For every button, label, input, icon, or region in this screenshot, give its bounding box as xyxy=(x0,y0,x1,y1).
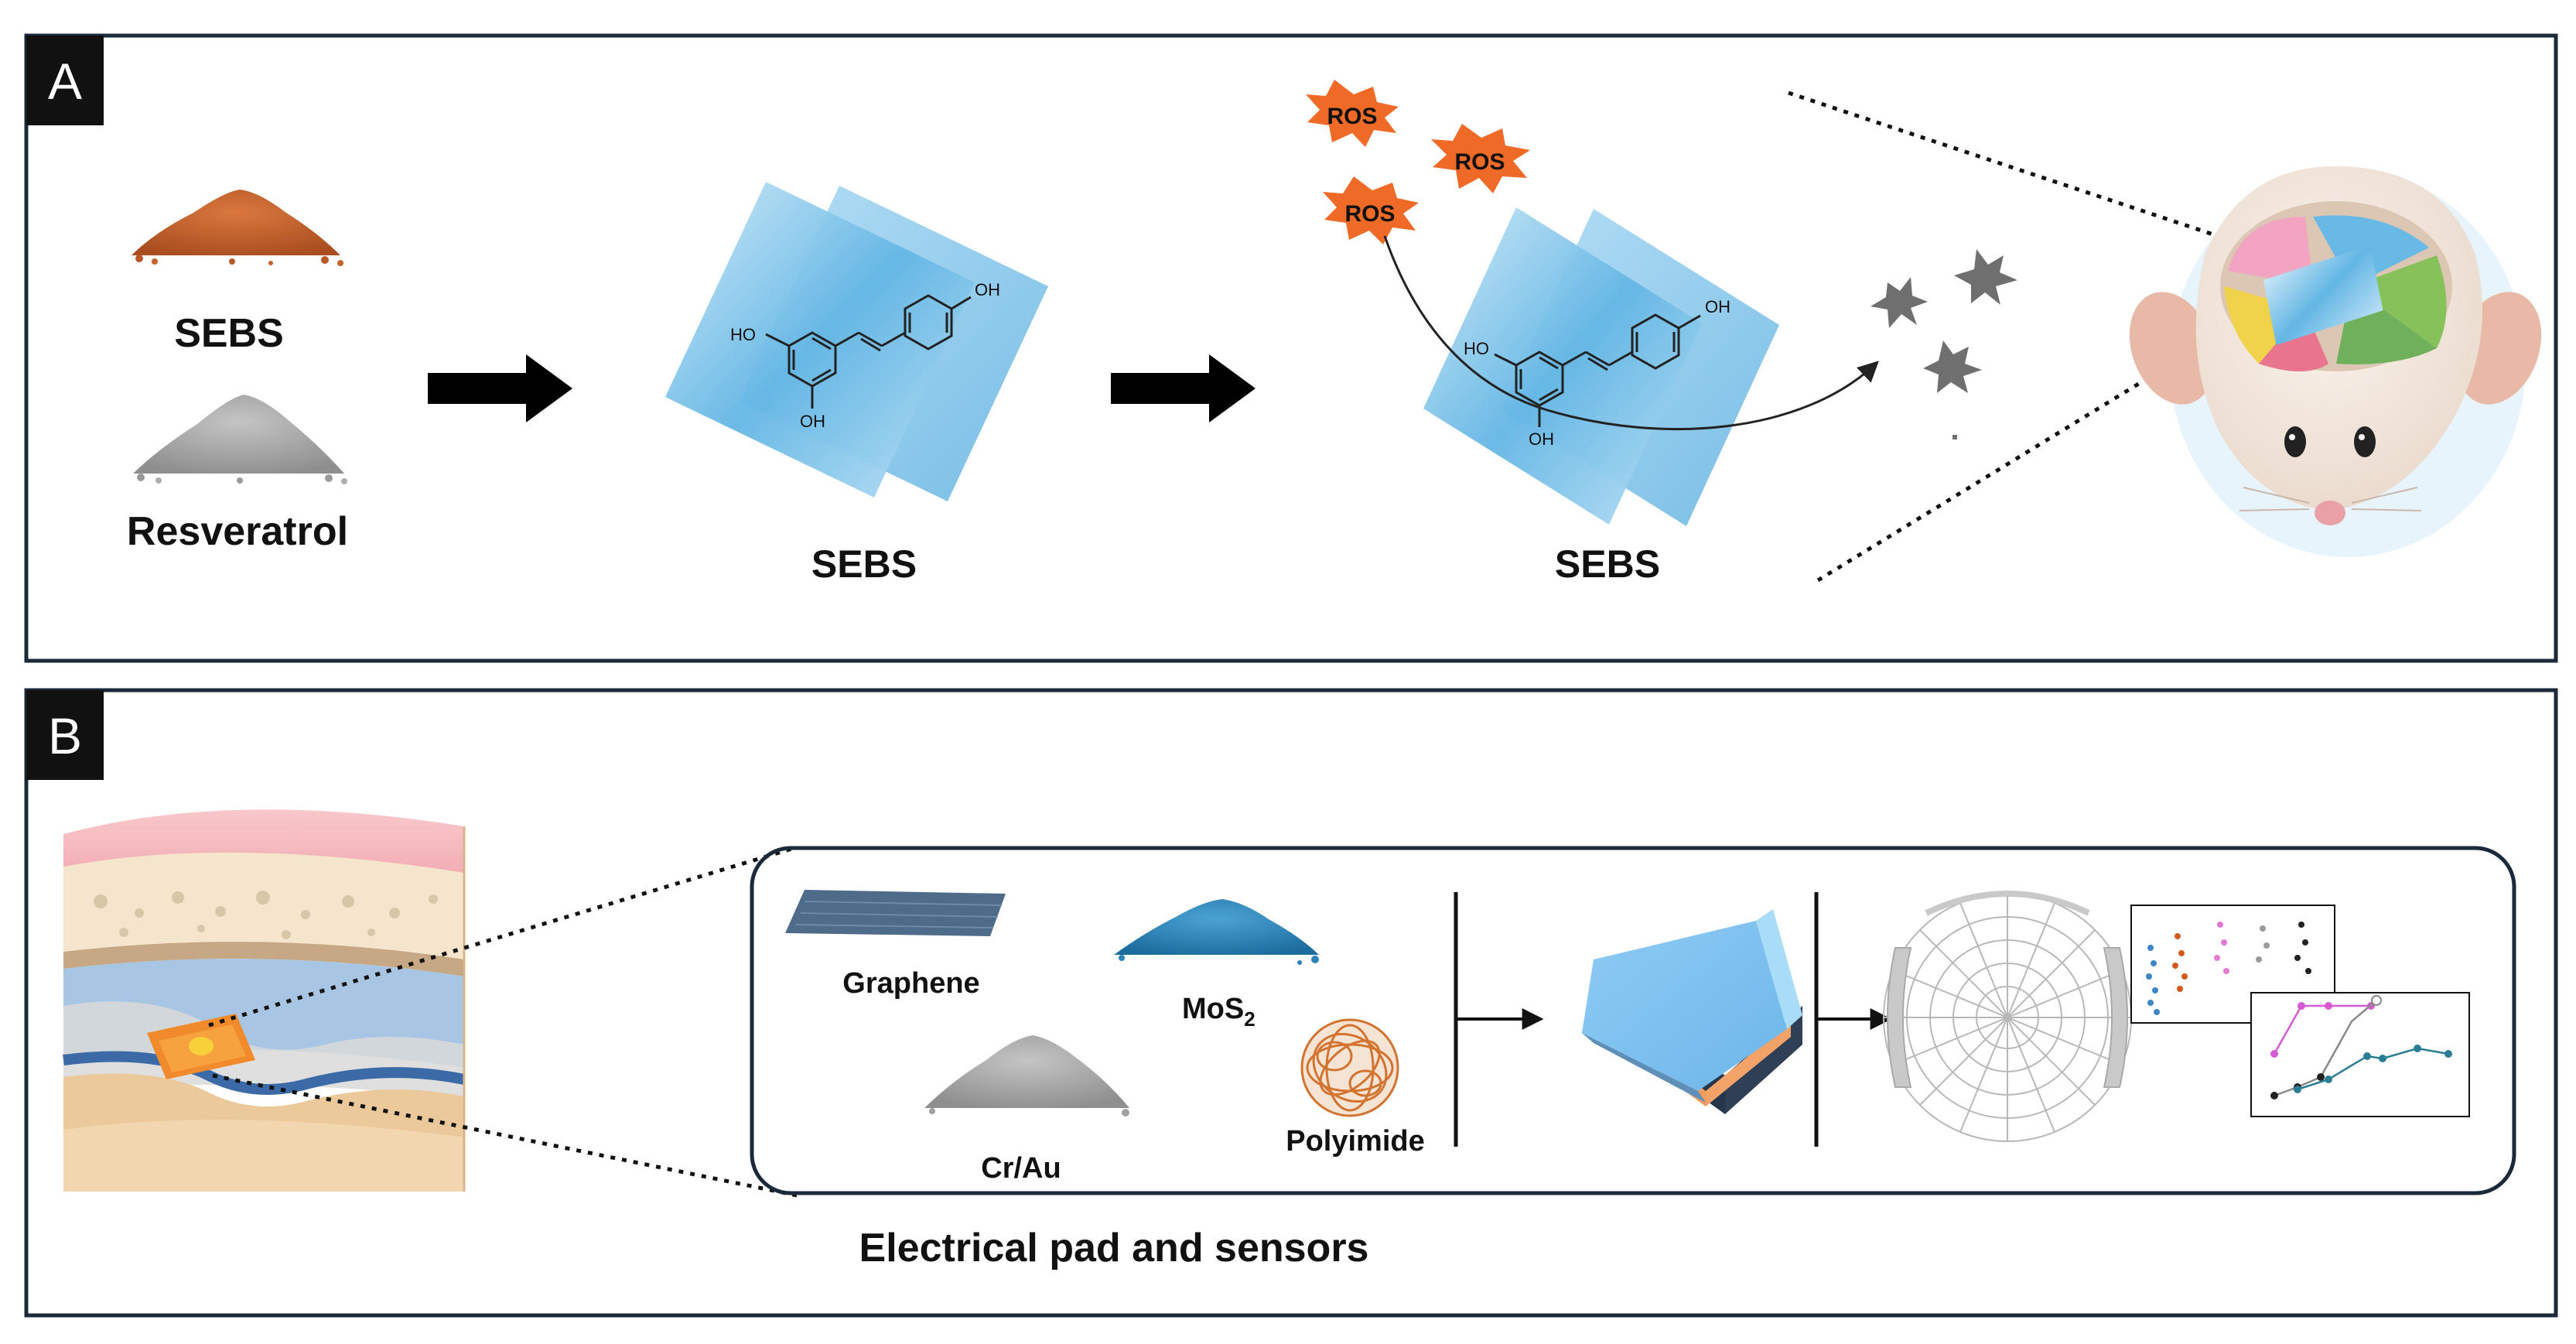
ros-scavenging-arrow xyxy=(1383,235,1879,431)
panel-a-badge xyxy=(26,36,104,125)
polyimide-ball xyxy=(1300,1018,1399,1117)
resveratrol-molecule-1 xyxy=(765,294,972,409)
zoom-line-b-top xyxy=(208,845,798,1028)
panel-b-frame xyxy=(24,688,2558,1318)
ros-fragments xyxy=(1871,249,2017,439)
process-arrow-1 xyxy=(428,354,572,422)
ho-label-1: HO xyxy=(730,325,756,344)
graphene-sheet xyxy=(785,890,1006,936)
resveratrol-powder-pile xyxy=(133,395,347,484)
polar-sensor-grid xyxy=(1883,891,2132,1142)
panel-a-frame xyxy=(24,33,2558,663)
ros-burst-2: ROS xyxy=(1431,124,1530,193)
ros-label-1: ROS xyxy=(1327,104,1377,129)
panel-a: A SEBS Resveratrol xyxy=(24,33,2558,663)
panel-b-badge xyxy=(26,690,104,780)
ros-burst-3: ROS xyxy=(1323,176,1419,245)
oh-label-2b: OH xyxy=(1529,429,1554,449)
sebs-material-label: SEBS xyxy=(174,311,284,356)
sebs-film-2-label: SEBS xyxy=(1555,542,1660,586)
layered-device-block xyxy=(1582,909,1802,1114)
scatter-plot-thumbnail xyxy=(2130,905,2335,1024)
oh-label-1: OH xyxy=(975,280,1000,299)
sebs-film-1 xyxy=(665,182,1048,501)
mos2-powder-pile xyxy=(1114,899,1319,965)
cr-au-label: Cr/Au xyxy=(981,1152,1061,1185)
cr-au-powder-pile xyxy=(924,1035,1129,1117)
oh-label-2: OH xyxy=(1705,297,1730,316)
device-fabrication-box xyxy=(750,846,2516,1195)
oh-label-1b: OH xyxy=(800,412,825,431)
line-plot-thumbnail xyxy=(2250,992,2470,1117)
sebs-powder-pile xyxy=(132,190,343,266)
resveratrol-material-label: Resveratrol xyxy=(127,509,348,554)
ho-label-2: HO xyxy=(1464,339,1489,358)
graphene-label: Graphene xyxy=(842,967,979,1000)
ros-label-3: ROS xyxy=(1344,201,1395,227)
panel-b-badge-label: B xyxy=(48,707,82,764)
panel-b: B xyxy=(24,688,2558,1318)
tissue-cross-section xyxy=(63,809,466,1192)
resveratrol-molecule-2 xyxy=(1494,313,1701,427)
mos2-label: MoS2 xyxy=(1182,993,1256,1031)
polyimide-label: Polyimide xyxy=(1286,1125,1425,1158)
panel-b-caption: Electrical pad and sensors xyxy=(859,1226,1369,1270)
ros-burst-1: ROS xyxy=(1306,80,1399,147)
zoom-line-top xyxy=(1788,91,2258,251)
ros-label-2: ROS xyxy=(1454,149,1505,175)
sebs-film-1-label: SEBS xyxy=(811,542,917,586)
mouse-illustration xyxy=(2129,166,2542,557)
panel-a-badge-label: A xyxy=(48,53,82,110)
process-arrow-2 xyxy=(1111,354,1256,422)
